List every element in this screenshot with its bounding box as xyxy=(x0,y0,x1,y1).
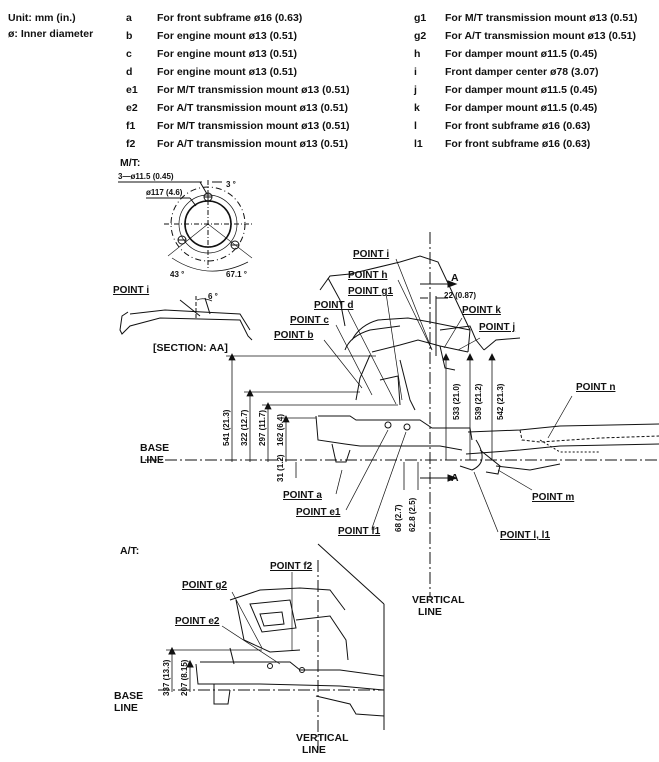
point-i-label: POINT i xyxy=(353,249,390,260)
angle-top: 3 ° xyxy=(226,180,236,189)
legend-text: For A/T transmission mount ø13 (0.51) xyxy=(157,138,348,150)
base-line-label-2: LINE xyxy=(140,454,164,466)
legend-code: e2 xyxy=(126,102,138,114)
mt-flange-drawing xyxy=(118,180,253,272)
at-label: A/T: xyxy=(120,545,140,557)
legend-text: For engine mount ø13 (0.51) xyxy=(157,30,298,42)
right-dimensions xyxy=(403,353,496,490)
legend-text: For damper mount ø11.5 (0.45) xyxy=(445,84,598,96)
legend-text: For engine mount ø13 (0.51) xyxy=(157,48,298,60)
at-base-line-label: BASE xyxy=(114,690,144,702)
dim-207: 207 (8.15) xyxy=(180,659,189,696)
section-aa-label: [SECTION: AA] xyxy=(153,342,228,354)
point-n-label: POINT n xyxy=(576,382,616,393)
legend-text: For damper mount ø11.5 (0.45) xyxy=(445,48,598,60)
legend-code: e1 xyxy=(126,84,138,96)
dim-322: 322 (12.7) xyxy=(240,409,249,446)
legend-text: For front subframe ø16 (0.63) xyxy=(445,120,591,132)
section-aa-drawing xyxy=(119,296,253,341)
legend-code: g1 xyxy=(414,12,427,24)
point-h-label: POINT h xyxy=(348,270,388,281)
point-j-label: POINT j xyxy=(479,322,516,333)
unit-note: Unit: mm (in.) xyxy=(8,12,76,24)
point-d-label: POINT d xyxy=(314,300,354,311)
mt-label: M/T: xyxy=(120,157,141,169)
legend-text: Front damper center ø78 (3.07) xyxy=(445,66,599,78)
legend-text: For damper mount ø11.5 (0.45) xyxy=(445,102,598,114)
point-l-label: POINT l, l1 xyxy=(500,530,551,541)
offset-dim: 22 (0.87) xyxy=(444,291,477,300)
dim-539: 539 (21.2) xyxy=(474,383,483,420)
point-f2-label: POINT f2 xyxy=(270,561,313,572)
point-a-label: POINT a xyxy=(283,490,322,501)
legend-code: g2 xyxy=(414,30,427,42)
hole-spec: 3—ø11.5 (0.45) xyxy=(118,172,174,181)
legend-text: For A/T transmission mount ø13 (0.51) xyxy=(157,102,348,114)
legend-text: For front subframe ø16 (0.63) xyxy=(157,12,303,24)
legend-code: d xyxy=(126,66,133,78)
legend-code: k xyxy=(414,102,420,114)
base-line-label: BASE xyxy=(140,442,170,454)
dim-68: 68 (2.7) xyxy=(394,504,403,532)
legend-code: l1 xyxy=(414,138,423,150)
dim-31: 31 (1.2) xyxy=(276,454,285,482)
dim-62-8: 62.8 (2.5) xyxy=(408,497,417,532)
leader-lines xyxy=(323,258,573,533)
bore-spec: ø117 (4.6) xyxy=(146,188,183,197)
legend-code: i xyxy=(414,66,417,78)
legend-text: For engine mount ø13 (0.51) xyxy=(157,66,298,78)
dim-541: 541 (21.3) xyxy=(222,409,231,446)
point-e2-label: POINT e2 xyxy=(175,616,220,627)
point-g2-label: POINT g2 xyxy=(182,580,228,591)
vertical-line-label: VERTICAL xyxy=(412,594,465,606)
diameter-note: ø: Inner diameter xyxy=(8,28,94,40)
section-angle: 6 ° xyxy=(208,292,218,301)
left-dimensions xyxy=(226,353,398,478)
dim-337: 337 (13.3) xyxy=(162,659,171,696)
point-f1-label: POINT f1 xyxy=(338,526,381,537)
at-detail-drawing xyxy=(158,543,385,750)
legend-text: For M/T transmission mount ø13 (0.51) xyxy=(157,84,350,96)
section-a-top: A xyxy=(451,272,459,284)
dim-297: 297 (11.7) xyxy=(258,409,267,446)
legend-code: a xyxy=(126,12,132,24)
legend-code: b xyxy=(126,30,133,42)
dim-533: 533 (21.0) xyxy=(452,383,461,420)
legend-text: For M/T transmission mount ø13 (0.51) xyxy=(445,12,638,24)
point-c-label: POINT c xyxy=(290,315,329,326)
point-m-label: POINT m xyxy=(532,492,575,503)
dim-542: 542 (21.3) xyxy=(496,383,505,420)
point-k-label: POINT k xyxy=(462,305,501,316)
legend-text: For A/T transmission mount ø13 (0.51) xyxy=(445,30,636,42)
point-g1-label: POINT g1 xyxy=(348,286,394,297)
legend-code: l xyxy=(414,120,417,132)
legend-text: For front subframe ø16 (0.63) xyxy=(445,138,591,150)
section-a-bottom: A xyxy=(451,472,459,484)
at-base-line-label-2: LINE xyxy=(114,702,138,714)
vertical-line-label-2: LINE xyxy=(418,606,442,618)
legend-code: h xyxy=(414,48,421,60)
section-point-i: POINT i xyxy=(113,285,150,296)
vertical-reference-drawing xyxy=(420,232,458,598)
legend-code: f1 xyxy=(126,120,136,132)
legend-text: For M/T transmission mount ø13 (0.51) xyxy=(157,120,350,132)
legend-code: j xyxy=(414,84,417,96)
point-b-label: POINT b xyxy=(274,330,314,341)
angle-right: 67.1 ° xyxy=(226,270,247,279)
angle-left: 43 ° xyxy=(170,270,185,279)
at-vertical-line-label-2: LINE xyxy=(302,744,326,756)
point-e1-label: POINT e1 xyxy=(296,507,341,518)
legend-code: c xyxy=(126,48,132,60)
dim-162: 162 (6.4) xyxy=(276,413,285,446)
at-vertical-line-label: VERTICAL xyxy=(296,732,349,744)
legend-code: f2 xyxy=(126,138,136,150)
